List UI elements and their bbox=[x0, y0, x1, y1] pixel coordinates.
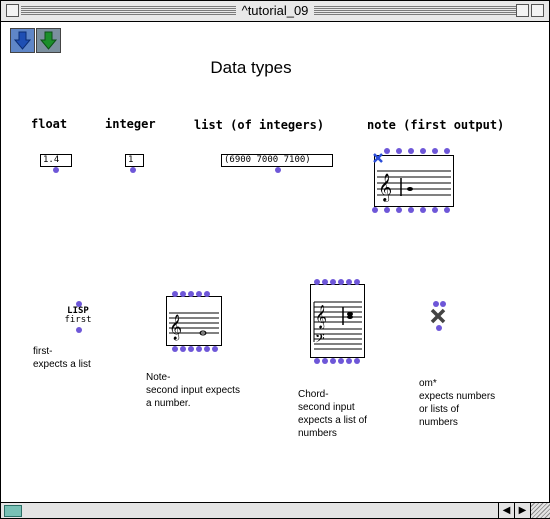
note-outlet[interactable] bbox=[384, 207, 390, 213]
note-inlet[interactable] bbox=[408, 148, 414, 154]
note-inlet[interactable] bbox=[188, 291, 194, 297]
lisp-label: LISP bbox=[67, 306, 89, 316]
om-inlet[interactable] bbox=[433, 301, 439, 307]
grand-staff-icon: 𝄞 𝄢 bbox=[313, 301, 362, 350]
chord-inlet[interactable] bbox=[322, 279, 328, 285]
caption-line: second input bbox=[298, 402, 355, 413]
lisp-function-name: first bbox=[64, 315, 92, 325]
caption-line: numbers bbox=[298, 428, 337, 439]
om-inlet[interactable] bbox=[440, 301, 446, 307]
caption-line: numbers bbox=[419, 417, 458, 428]
caption-chord: Chord- second input expects a list of nu… bbox=[298, 388, 367, 440]
chord-inlet[interactable] bbox=[338, 279, 344, 285]
float-outlet[interactable] bbox=[53, 167, 59, 173]
scroll-thumb[interactable] bbox=[4, 505, 22, 517]
caption-line: a number. bbox=[146, 398, 191, 409]
note-outlet[interactable] bbox=[372, 207, 378, 213]
resize-grip-icon[interactable] bbox=[530, 503, 550, 518]
svg-text:𝄞: 𝄞 bbox=[169, 314, 182, 340]
chord-outlet[interactable] bbox=[338, 358, 344, 364]
note-outlet[interactable] bbox=[212, 346, 218, 352]
treble-staff-icon: 𝄞 bbox=[377, 170, 451, 202]
scroll-right-icon[interactable]: ▶ bbox=[514, 503, 530, 518]
note-outlet[interactable] bbox=[396, 207, 402, 213]
caption-line: expects a list of bbox=[298, 415, 367, 426]
caption-line: Note- bbox=[146, 372, 171, 383]
caption-line: second input expects bbox=[146, 385, 240, 396]
svg-text:𝄞: 𝄞 bbox=[315, 304, 327, 329]
chord-box[interactable]: 𝄞 𝄢 bbox=[310, 284, 365, 358]
note-outlet[interactable] bbox=[188, 346, 194, 352]
chord-outlet[interactable] bbox=[354, 358, 360, 364]
note-outlet[interactable] bbox=[444, 207, 450, 213]
note-inlet[interactable] bbox=[172, 291, 178, 297]
horizontal-scrollbar[interactable]: ◀ ▶ bbox=[1, 502, 550, 518]
arrow-down-green-icon bbox=[37, 29, 60, 52]
caption-note: Note- second input expects a number. bbox=[146, 371, 240, 410]
chord-inlet[interactable] bbox=[330, 279, 336, 285]
caption-line: first- bbox=[33, 346, 53, 357]
note-outlet[interactable] bbox=[196, 346, 202, 352]
note-inlet[interactable] bbox=[384, 148, 390, 154]
scroll-left-icon[interactable]: ◀ bbox=[498, 503, 514, 518]
window-title: ^tutorial_09 bbox=[1, 3, 549, 19]
note-outlet[interactable] bbox=[432, 207, 438, 213]
chord-outlet[interactable] bbox=[346, 358, 352, 364]
arrow-down-blue-icon bbox=[11, 29, 34, 52]
note-outlet[interactable] bbox=[420, 207, 426, 213]
note-inlet[interactable] bbox=[396, 148, 402, 154]
note-inlet[interactable] bbox=[420, 148, 426, 154]
note-outlet[interactable] bbox=[180, 346, 186, 352]
svg-text:𝄞: 𝄞 bbox=[378, 173, 392, 202]
om-outlet[interactable] bbox=[436, 325, 442, 331]
note-staff-box[interactable]: 𝄞 bbox=[374, 155, 454, 207]
note-inlet[interactable] bbox=[432, 148, 438, 154]
label-note: note (first output) bbox=[367, 118, 505, 132]
chord-outlet[interactable] bbox=[322, 358, 328, 364]
page-heading: Data types bbox=[210, 58, 292, 77]
list-outlet[interactable] bbox=[275, 167, 281, 173]
note-inlet[interactable] bbox=[444, 148, 450, 154]
note-outlet[interactable] bbox=[408, 207, 414, 213]
caption-line: or lists of bbox=[419, 404, 460, 415]
note-inlet[interactable] bbox=[204, 291, 210, 297]
collapse-box-icon[interactable] bbox=[531, 4, 544, 17]
list-box[interactable]: (6900 7000 7100) bbox=[221, 154, 333, 167]
caption-line: Chord- bbox=[298, 389, 329, 400]
note-outlet[interactable] bbox=[204, 346, 210, 352]
note-inlet[interactable] bbox=[196, 291, 202, 297]
arrow-down-green-button[interactable] bbox=[36, 28, 61, 53]
lisp-outlet[interactable] bbox=[76, 327, 82, 333]
chord-inlet[interactable] bbox=[354, 279, 360, 285]
title-bar[interactable]: ^tutorial_09 bbox=[1, 1, 549, 22]
note-close-icon[interactable] bbox=[372, 152, 384, 164]
float-box[interactable]: 1.4 bbox=[40, 154, 72, 167]
chord-inlet[interactable] bbox=[346, 279, 352, 285]
label-list: list (of integers) bbox=[194, 118, 325, 132]
arrow-down-blue-button[interactable] bbox=[10, 28, 35, 53]
zoom-box-icon[interactable] bbox=[516, 4, 529, 17]
lisp-first-box[interactable]: LISP first bbox=[63, 307, 93, 325]
note-box[interactable]: 𝄞 bbox=[166, 296, 222, 346]
caption-line: expects a list bbox=[33, 359, 91, 370]
note-inlet[interactable] bbox=[180, 291, 186, 297]
chord-outlet[interactable] bbox=[314, 358, 320, 364]
caption-line: om* bbox=[419, 378, 437, 389]
caption-line: expects numbers bbox=[419, 391, 496, 402]
integer-box[interactable]: 1 bbox=[125, 154, 144, 167]
chord-outlet[interactable] bbox=[330, 358, 336, 364]
caption-om: om* expects numbers or lists of numbers bbox=[419, 377, 495, 429]
integer-outlet[interactable] bbox=[130, 167, 136, 173]
label-float: float bbox=[31, 117, 68, 131]
treble-staff-icon: 𝄞 bbox=[169, 312, 219, 340]
caption-first: first- expects a list bbox=[33, 345, 91, 371]
multiply-icon[interactable] bbox=[429, 307, 447, 325]
svg-text:𝄢: 𝄢 bbox=[315, 331, 325, 349]
chord-inlet[interactable] bbox=[314, 279, 320, 285]
close-box-icon[interactable] bbox=[6, 4, 19, 17]
label-integer: integer bbox=[105, 117, 156, 131]
note-outlet[interactable] bbox=[172, 346, 178, 352]
lisp-inlet[interactable] bbox=[76, 301, 82, 307]
